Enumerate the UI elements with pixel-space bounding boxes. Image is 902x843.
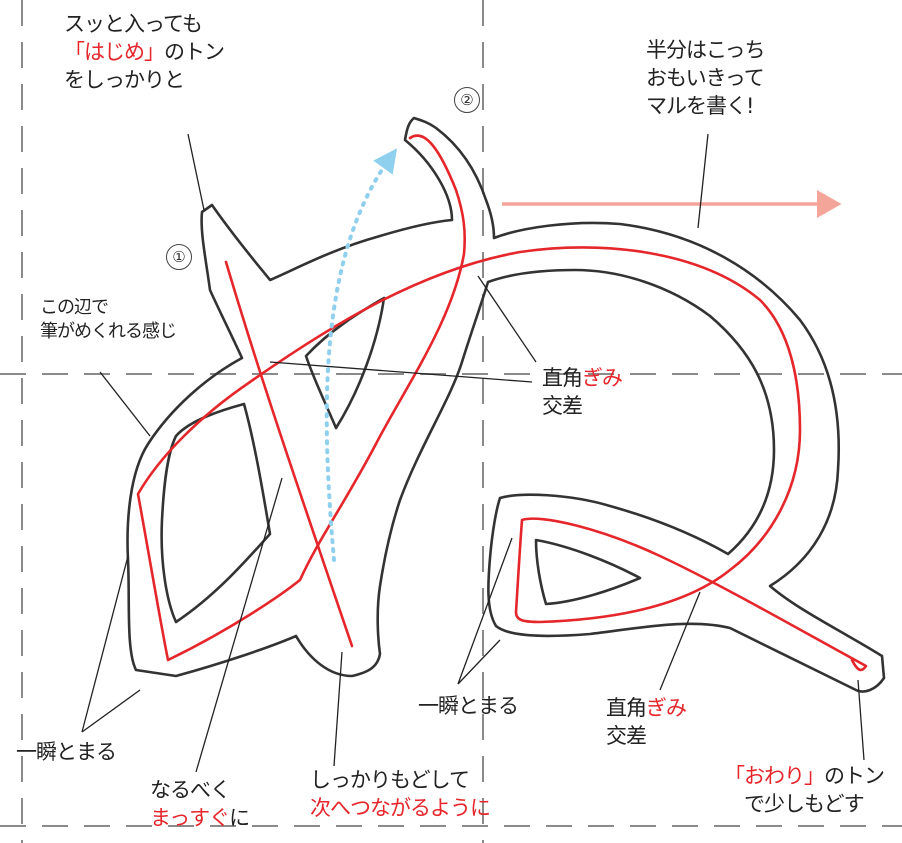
annotation-straight-rest: に	[229, 806, 250, 830]
annotation-brush-line2: 筆がめくれる感じ	[40, 321, 177, 342]
leader-pause-left-2	[81, 689, 141, 733]
annotation-ra2-red: ぎみ	[646, 696, 687, 720]
leader-return	[333, 651, 343, 767]
leader-half	[697, 133, 709, 229]
annotation-ra2-black: 直角	[606, 696, 647, 720]
annotation-straight: なるべく まっすぐに	[150, 776, 250, 832]
annotation-end-rest: のトン	[824, 764, 885, 788]
annotation-start: スッと入っても 「はじめ」のトン をしっかりと	[64, 10, 225, 94]
annotation-straight-line1: なるべく	[150, 778, 231, 802]
annotation-right-angle-1: 直角ぎみ 交差	[542, 364, 623, 420]
annotation-right-angle-2: 直角ぎみ 交差	[606, 694, 687, 750]
annotation-brush-line1: この辺で	[40, 297, 109, 318]
annotation-half-line3: マルを書く!	[646, 94, 754, 118]
outline-hole-top	[304, 296, 386, 430]
return-dotted-arrow	[324, 148, 398, 562]
annotation-return-red: 次へつながるように	[310, 796, 491, 820]
annotation-start-rest: のトン	[164, 40, 225, 64]
leader-right-angle-2	[659, 591, 701, 691]
outline-hole-loop	[534, 538, 642, 606]
step-marker-2: ②	[454, 87, 480, 113]
brush-outline	[126, 116, 886, 693]
annotation-pause-left: 一瞬とまる	[16, 740, 117, 764]
leader-right-angle-1a	[477, 275, 537, 363]
stroke-first	[224, 260, 354, 648]
leader-lines	[81, 133, 865, 773]
leader-pause-left-1	[81, 555, 129, 733]
annotation-ra1-line2: 交差	[542, 394, 583, 418]
annotation-half-line2: おもいきって	[646, 66, 765, 90]
stroke-second	[136, 134, 868, 672]
annotation-ra1-red: ぎみ	[582, 366, 623, 390]
annotation-straight-red: まっすぐ	[150, 806, 230, 830]
annotation-end: 「おわり」のトン で少しもどす	[724, 762, 885, 818]
outline-hole-left	[160, 402, 272, 624]
annotation-start-line3: をしっかりと	[64, 68, 185, 92]
annotation-return-line1: しっかりもどして	[310, 768, 470, 792]
annotation-end-line2: で少しもどす	[744, 792, 865, 816]
annotation-ra1-black: 直角	[542, 366, 583, 390]
outline-main	[126, 116, 886, 693]
leader-pause-mid-2	[457, 639, 501, 685]
annotation-brush-curl: この辺で 筆がめくれる感じ	[40, 296, 177, 344]
leader-brush	[99, 371, 151, 437]
annotation-half-line1: 半分はこっち	[646, 38, 766, 62]
leader-start	[187, 133, 205, 211]
leader-end	[857, 679, 865, 761]
annotation-start-red: 「はじめ」	[64, 40, 165, 64]
annotation-ra2-line2: 交差	[606, 724, 647, 748]
annotation-half-circle: 半分はこっち おもいきって マルを書く!	[646, 36, 766, 120]
leader-pause-mid-1	[457, 537, 513, 685]
stroke-path	[136, 134, 868, 672]
leader-right-angle-1b	[269, 361, 533, 383]
annotation-start-line1: スッと入っても	[64, 12, 203, 36]
leader-straight	[195, 477, 283, 773]
annotation-end-red: 「おわり」	[724, 764, 825, 788]
annotation-return: しっかりもどして 次へつながるように	[310, 766, 491, 822]
step-marker-1: ①	[166, 244, 192, 270]
annotation-pause-mid: 一瞬とまる	[418, 694, 519, 718]
